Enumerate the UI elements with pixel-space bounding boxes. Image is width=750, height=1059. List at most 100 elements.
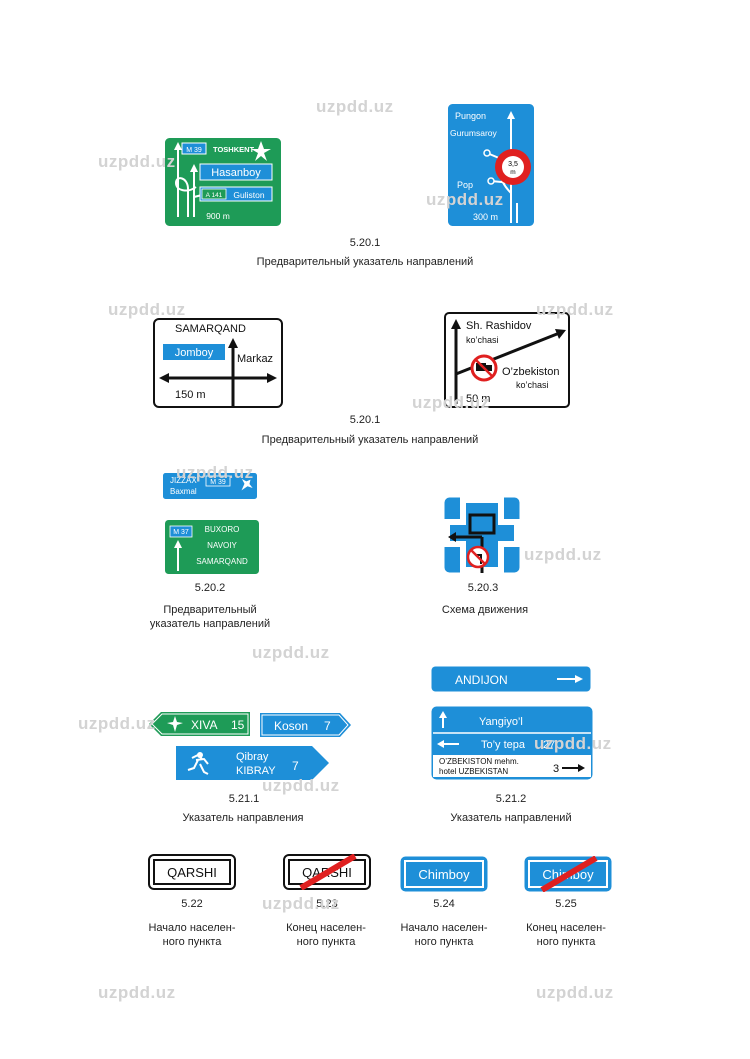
distance-km: 7 [292,759,299,773]
distance-km: 7 [324,719,331,733]
caption-line: указатель направлений [149,618,271,630]
sign-xiva: XIVA 15 [149,712,251,736]
destination-top2: Gurumsaroy [450,128,498,138]
destination: Koson [274,719,308,733]
distance-label: 150 m [175,389,206,401]
destination-left: Pop [457,180,473,190]
sign-5-20-1-white-b: Sh. Rashidov ko’chasi O’zbekiston ko’cha… [444,312,570,408]
sign-caption: Предварительный указатель направлений [261,434,479,446]
end-stripe [540,856,598,892]
sign-caption: Предварительный указатель направлений [256,256,474,268]
sign-number: 5.23 [316,898,338,910]
distance-km: 15 [231,718,245,732]
distance-label: 50 m [466,393,490,405]
main-destination: Hasanboy [211,167,261,179]
destination-top2: ko’chasi [466,335,499,345]
sign-andijon: ANDIJON [431,666,591,692]
sign-number: 5.25 [555,898,577,910]
sign-qibray: Qibray KIBRAY 7 [176,746,330,780]
watermark: uzpdd.uz [78,714,156,733]
destination-line1: BUXORO [205,525,240,534]
sign-number: 5.24 [433,898,455,910]
airplane-icon [167,716,183,732]
sign-caption: Начало населен- ного пункта [384,921,504,949]
sign-caption: Схема движения [441,604,529,616]
no-left-turn-icon [466,545,490,569]
side-destination: Guliston [233,190,264,200]
watermark: uzpdd.uz [252,643,330,662]
sign-caption: Начало населен- ного пункта [132,921,252,949]
caption-line: Начало населен- [400,922,488,934]
sign-caption: Указатель направлений [450,812,572,824]
destination-line3: SAMARQAND [196,557,248,566]
route-plate-a141: A 141 [206,192,223,199]
sign-caption: Конец населен- ного пункта [266,921,386,949]
sign-number: 5.21.1 [228,793,260,805]
route-plate: M 39 [210,479,226,486]
height-limit-icon [495,149,531,185]
city-label: TOSHKENT [213,145,255,154]
sign-5-20-1-white-a: SAMARQAND Jomboy Markaz 150 m [153,318,283,408]
caption-line: ного пункта [414,936,474,948]
destination-right2: ko’chasi [516,380,549,390]
caption-line: Конец населен- [286,922,366,934]
distance-row3: 3 [553,763,559,775]
sign-number: 5.21.2 [495,793,527,805]
sign-koson: Koson 7 [260,713,352,737]
runner-icon [187,752,209,775]
height-limit-unit: m [510,169,515,176]
sign-5-20-3 [444,497,520,573]
caption-line: Начало населен- [148,922,236,934]
destination-top: SAMARQAND [175,323,246,335]
caption-line: ного пункта [536,936,596,948]
sign-caption: Указатель направления [182,812,304,824]
sign-5-20-2-bottom: M 37 BUXORO NAVOIY SAMARQAND [164,519,260,575]
destination-line2: Baxmal [170,487,197,496]
destination-row2: To’y tepa [481,739,526,751]
sign-caption: Конец населен- ного пункта [506,921,626,949]
caption-line: Предварительный [163,604,257,616]
height-limit-value: 3,5 [508,161,518,168]
destination-row3a: O’ZBEKISTON mehm. [439,757,519,766]
destination: XIVA [191,718,217,732]
sign-5-21-2: Yangiyo’l To’y tepa 27 O’ZBEKISTON mehm.… [431,706,593,780]
sign-caption: Предварительный указатель направлений [130,603,290,631]
route-plate-m39: M 39 [186,147,202,154]
sign-5-22: QARSHI [148,854,236,890]
sign-5-20-2-top: JIZZAX Baxmal M 39 [162,472,258,500]
destination-row1: Yangiyo’l [479,716,523,728]
airplane-icon [251,141,271,161]
sign-number: 5.22 [181,898,203,910]
sign-number: 5.20.3 [467,582,499,594]
sign-5-20-1-blue: Pungon Gurumsaroy Pop 3,5 m 300 m [447,103,535,227]
route-plate: M 37 [173,529,189,536]
caption-line: Конец населен- [526,922,606,934]
destination-top1: Pungon [455,111,486,121]
destination-line2: NAVOIY [207,541,237,550]
destination: ANDIJON [455,673,508,687]
watermark: uzpdd.uz [98,983,176,1002]
sign-number: 5.20.1 [349,414,381,426]
watermark: uzpdd.uz [536,983,614,1002]
destination-row3b: hotel UZBEKISTAN [439,767,508,776]
distance-label: 300 m [473,212,498,222]
sign-5-24: Chimboy [400,856,488,892]
sign-5-23: QARSHI [283,854,371,890]
no-trucks-icon [470,354,498,382]
destination-right1: O’zbekiston [502,366,559,378]
distance-label: 900 m [206,211,230,221]
destination-line1: Qibray [236,751,269,763]
caption-line: ного пункта [296,936,356,948]
airplane-icon [241,478,253,491]
watermark: uzpdd.uz [316,97,394,116]
destination-right: Markaz [237,353,273,365]
distance-row2: 27 [543,739,555,751]
arrow-right-icon [557,675,583,683]
destination-line1: JIZZAX [170,476,197,485]
end-stripe [299,854,357,890]
sign-5-20-1-green: M 39 TOSHKENT Hasanboy A 141 Guliston 90… [164,137,282,227]
destination-left: Jomboy [175,347,214,359]
destination-top1: Sh. Rashidov [466,320,532,332]
settlement-name: QARSHI [167,865,217,880]
watermark: uzpdd.uz [108,300,186,319]
